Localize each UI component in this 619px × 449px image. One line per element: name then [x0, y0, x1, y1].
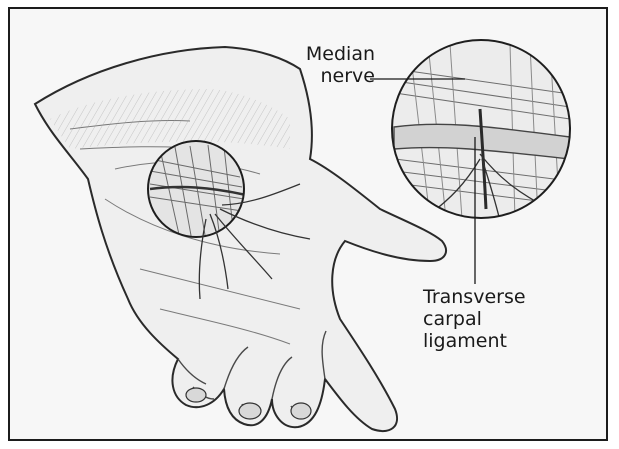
carpal-ligament-label-line2: carpal [423, 308, 563, 330]
carpal-ligament-label-line3: ligament [423, 330, 563, 352]
median-nerve-label-line1: Median [275, 43, 375, 65]
carpal-ligament-label: Transverse carpal ligament [423, 286, 563, 352]
median-nerve-label-line2: nerve [275, 65, 375, 87]
carpal-ligament-label-line1: Transverse [423, 286, 563, 308]
illustration-panel: Median nerve Transverse carpal ligament [8, 7, 608, 441]
fingernail [239, 403, 261, 419]
zoom-detail [390, 39, 580, 229]
median-nerve-label: Median nerve [275, 43, 375, 87]
fingernail [186, 388, 206, 402]
fingernail [291, 403, 311, 419]
